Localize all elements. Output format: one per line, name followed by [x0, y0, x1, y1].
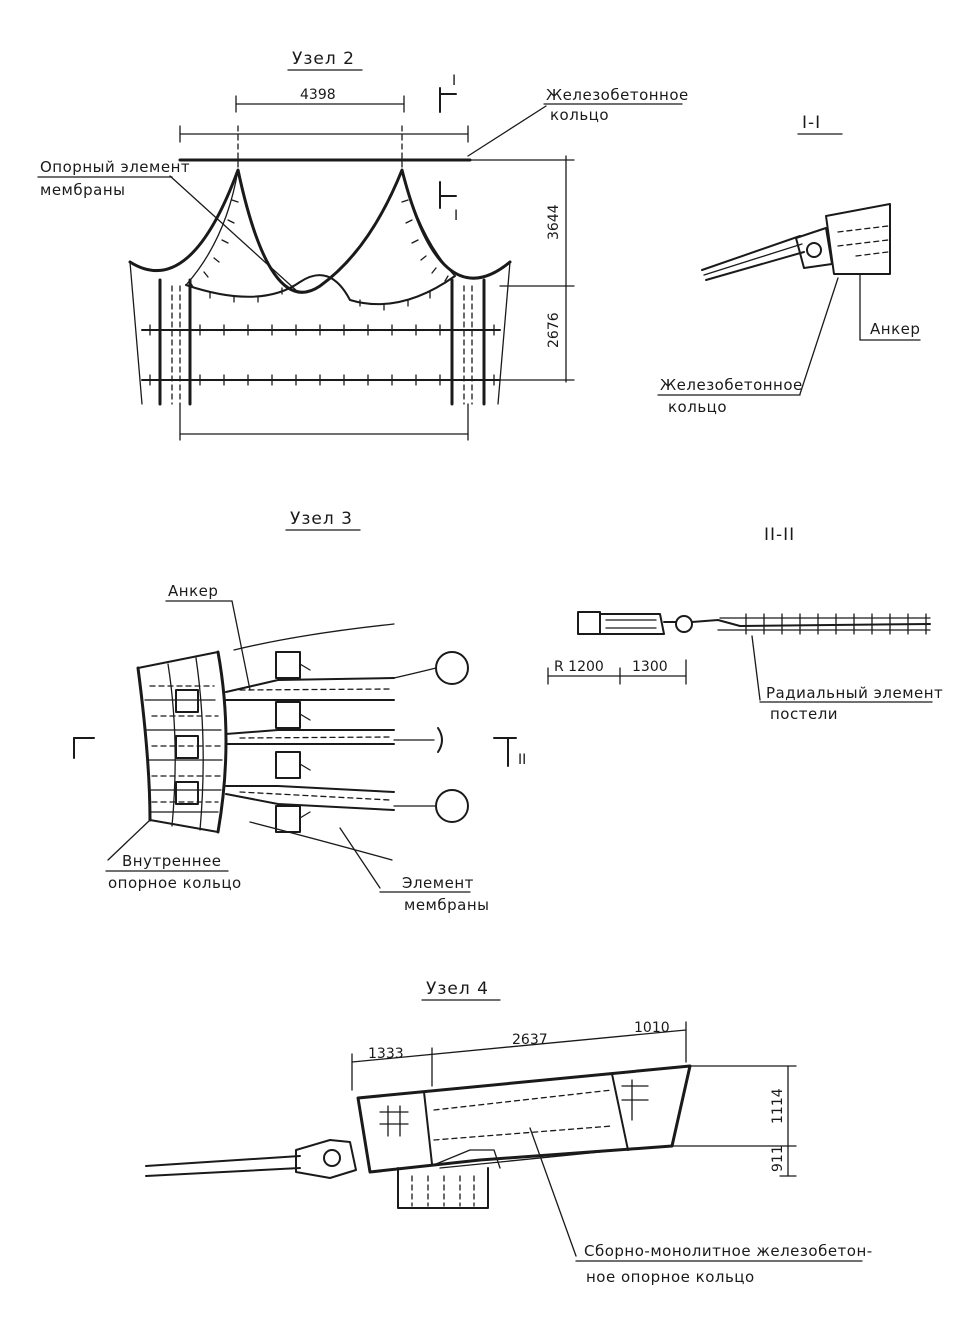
node4-dim-h1: 1114 — [770, 1088, 786, 1124]
section1-pin — [806, 242, 822, 258]
section2-radial-element — [663, 619, 931, 627]
node3-circle-middle — [437, 727, 443, 753]
node2-dim-top: 4398 — [300, 87, 336, 103]
node4-dim-h2: 911 — [770, 1145, 786, 1172]
node2-columns — [158, 278, 486, 406]
node2-section-mark-top: I — [452, 73, 456, 89]
section2-dim-r: R 1200 — [554, 659, 604, 675]
node3-label-inner-ring-2: опорное кольцо — [108, 874, 242, 892]
node4-detail: Узел 4 1333 2637 1010 1114 911 Сбор — [145, 979, 873, 1286]
node3-section-mark: II — [518, 752, 526, 768]
node3-label-membrane-2: мембраны — [404, 896, 489, 914]
node3-label-inner-ring-1: Внутреннее — [122, 852, 222, 870]
node4-title: Узел 4 — [426, 979, 489, 999]
section1-ring-block — [825, 203, 891, 275]
node4-label-ring-1: Сборно-монолитное железобетон- — [584, 1242, 873, 1260]
node3-arm-lower — [225, 785, 395, 811]
node2-detail: Узел 2 4398 I I Опорный элемент мембран — [37, 49, 689, 441]
node3-ring-inner — [216, 650, 228, 834]
node3-circle-lower — [435, 789, 469, 823]
section-2-2: II-II R 1200 1300 Радиальный элемент пос… — [547, 525, 943, 723]
section2-pin — [675, 615, 693, 633]
section1-label-ring-2: кольцо — [668, 398, 727, 416]
node2-label-ring-1: Железобетонное — [546, 86, 689, 104]
node4-dim-a: 1333 — [368, 1046, 404, 1062]
node2-label-support-1: Опорный элемент — [40, 158, 190, 176]
node2-dim-right-upper: 3644 — [546, 204, 562, 240]
node2-scallop-upper — [128, 168, 512, 294]
node3-label-anchor: Анкер — [168, 582, 218, 600]
node2-label-support-2: мембраны — [40, 181, 125, 199]
node2-title: Узел 2 — [292, 49, 355, 69]
node3-detail: Узел 3 Анкер — [73, 509, 526, 914]
section2-anchor-block — [577, 611, 601, 635]
node2-leader-support — [169, 175, 299, 293]
node4-label-ring-2: ное опорное кольцо — [586, 1268, 755, 1286]
section2-title: II-II — [764, 525, 795, 545]
node4-cable — [145, 1155, 301, 1177]
node3-arm-upper — [225, 677, 395, 701]
node4-dim-top-line — [351, 1029, 687, 1063]
section1-cable — [701, 235, 805, 281]
node2-dim-right-lower: 2676 — [546, 312, 562, 348]
node4-dim-c: 1010 — [634, 1020, 670, 1036]
node3-circle-upper — [435, 651, 469, 685]
node2-leader-ring — [467, 105, 547, 157]
node3-membrane-edge — [233, 623, 395, 861]
node3-ring-outer — [136, 666, 152, 822]
section2-label-radial-2: постели — [770, 705, 838, 723]
node2-scallop-lower — [185, 274, 456, 306]
node2-section-mark-bottom: I — [454, 208, 458, 224]
section2-dim-len: 1300 — [632, 659, 668, 675]
node4-ring-body — [356, 1064, 692, 1174]
node4-dim-b: 2637 — [512, 1032, 548, 1048]
node4-support — [397, 1167, 489, 1209]
section1-title: I-I — [802, 113, 821, 133]
node3-title: Узел 3 — [290, 509, 353, 529]
section1-connector — [795, 227, 833, 269]
node2-label-ring-2: кольцо — [550, 106, 609, 124]
node4-pin — [323, 1149, 341, 1167]
section1-label-anchor: Анкер — [870, 320, 920, 338]
section2-label-radial-1: Радиальный элемент — [766, 684, 943, 702]
section-1-1: I-I Анкер Железобетонное кольцо — [657, 113, 921, 416]
node4-connector — [295, 1139, 357, 1179]
node3-arm-middle — [225, 729, 395, 745]
section1-label-ring-1: Железобетонное — [660, 376, 803, 394]
node3-label-membrane-1: Элемент — [402, 874, 474, 892]
